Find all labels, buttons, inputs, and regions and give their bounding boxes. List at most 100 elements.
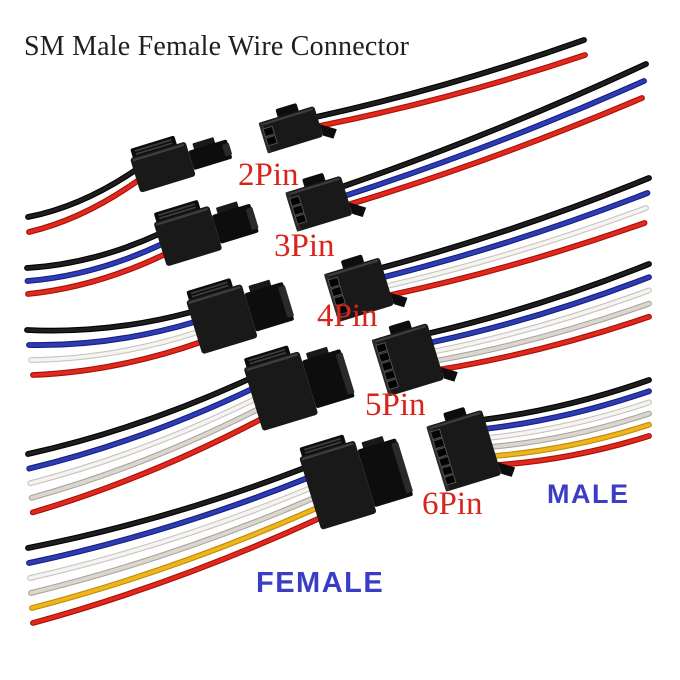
wire-red-edge [25,251,169,297]
pin-slot [333,294,346,307]
side-wing [390,292,408,308]
wire-red [439,315,651,372]
latch-ridge [249,351,287,365]
pin-slot [327,276,341,289]
pin-slot [435,446,449,459]
male-connector-4pin [186,278,294,354]
wire-red [496,434,651,467]
wire-blue [25,242,164,283]
wire-white [28,397,257,485]
pin-label-3pin: 3Pin [274,228,335,264]
wire-black [26,168,138,219]
plug-tip [278,285,294,318]
side-wing [319,124,337,139]
pin-slot [386,378,399,391]
wire-yellow [494,423,651,458]
pin-slot [441,464,454,477]
body-highlight [428,411,481,430]
plug-clip [216,201,239,216]
pin-slot [294,213,308,225]
latch-hook [341,254,365,270]
body-highlight [261,108,313,126]
female-connector-3pin [285,173,367,232]
wire-silver [436,301,651,363]
wire-red [27,178,141,234]
pin-slot [429,428,443,441]
male-connector-6pin [299,434,413,530]
wire-black [25,310,194,333]
wire-blue [344,79,646,197]
wire-black [315,38,586,119]
wire-white [28,486,313,580]
pin-slot [380,360,394,372]
female-connector-6pin [426,407,516,492]
pin-slot [378,351,391,363]
male-body [299,441,377,530]
body-highlight [156,207,208,226]
wire-black [482,378,651,422]
wire-red [30,417,263,515]
wire-silver [29,496,316,595]
plug-clip [192,137,216,151]
plug-clip [248,279,272,294]
wire-blue [383,191,650,279]
female-side-label: FEMALE [256,567,384,599]
wire-red [318,53,587,128]
wire-silver [491,411,651,449]
pin-label-5pin: 5Pin [365,387,426,423]
pin-slot [443,474,457,486]
wire-blue [27,476,310,565]
female-connector-4pin [324,254,408,322]
wire-red [31,340,203,377]
wire-white-edge [385,205,649,289]
plug-tip [335,352,355,395]
connectors-layer [130,103,516,530]
latch-ridge [191,284,229,298]
pin-slot [336,303,349,316]
wires-layer [24,37,652,626]
side-wing [497,462,516,477]
latch-hook [388,320,412,336]
pin-slot [265,134,278,147]
wire-black [26,466,307,550]
plug-tip [391,441,413,494]
wire-silver [29,407,260,500]
wire-red-edge [317,52,588,129]
male-connector-5pin [244,345,355,431]
pin-label-6pin: 6Pin [422,486,483,522]
photo-title: SM Male Female Wire Connector [24,31,410,62]
wire-red [347,96,644,207]
male-body [186,284,258,354]
pin-slot [432,437,446,450]
body-highlight [246,353,298,371]
wire-black [26,377,251,456]
wire-red-edge [346,95,645,208]
pin-slot [438,455,451,468]
latch-ridge [190,281,228,295]
latch-ridge [304,441,342,454]
pin-slot [262,125,276,138]
latch-ridge [134,139,172,152]
wire-yellow [30,506,319,610]
side-wing [348,202,367,217]
latch-ridge [158,203,196,217]
pin-label-2pin: 2Pin [238,157,299,193]
male-plug [188,139,232,170]
wire-white [433,288,651,353]
wire-black-edge [427,261,652,336]
wire-red-edge [26,177,142,235]
pin-slot [383,369,397,381]
female-connector-2pin [258,103,337,154]
wire-red [389,221,647,297]
pin-slot [330,285,344,298]
wire-white [29,330,200,362]
plug-clip [306,346,330,361]
body-highlight [287,177,340,196]
male-connector-2pin [130,135,232,193]
male-body [244,351,318,431]
body-highlight [301,442,354,461]
latch-ridge [135,142,173,156]
wire-black [25,232,161,270]
pin-slot [289,195,302,207]
